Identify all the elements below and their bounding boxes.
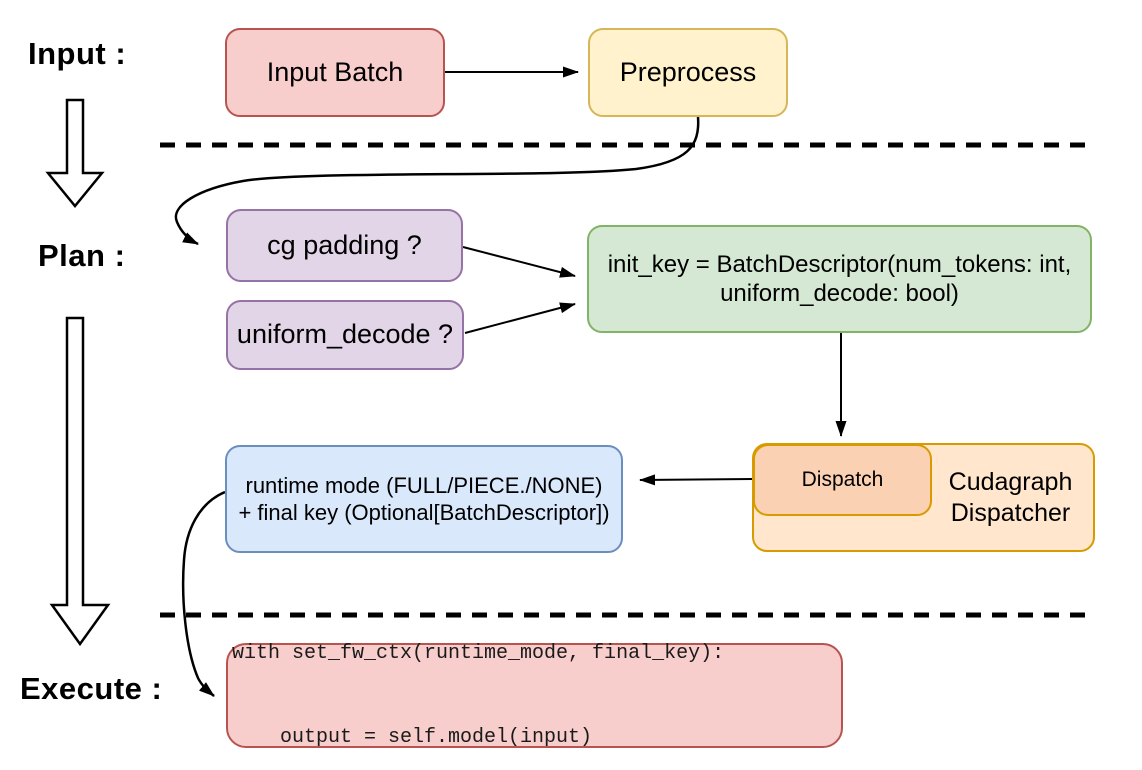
runtime-mode-line2: + final key (Optional[BatchDescriptor]) bbox=[238, 500, 610, 525]
node-execute-code: with set_fw_ctx(runtime_mode, final_key)… bbox=[226, 642, 843, 749]
node-cg-padding-label: cg padding ? bbox=[267, 229, 422, 260]
node-runtime-mode: runtime mode (FULL/PIECE./NONE) + final … bbox=[225, 445, 623, 553]
node-input-batch-label: Input Batch bbox=[266, 56, 404, 87]
edge-uniform-decode-to-init-key bbox=[464, 302, 576, 334]
stage-label-input: Input : bbox=[28, 36, 127, 71]
node-cg-padding: cg padding ? bbox=[226, 209, 463, 282]
node-preprocess: Preprocess bbox=[588, 28, 788, 117]
node-input-batch: Input Batch bbox=[225, 28, 445, 117]
stage-label-plan: Plan : bbox=[38, 238, 126, 273]
cudagraph-dispatcher-label: Cudagraph Dispatcher bbox=[928, 445, 1093, 550]
execute-code-line1: with set_fw_ctx(runtime_mode, final_key)… bbox=[232, 641, 725, 665]
edge-dispatch-to-runtime-mode bbox=[639, 474, 754, 486]
node-dispatch-label: Dispatch bbox=[801, 467, 884, 491]
execute-code-line2: output = self.model(input) bbox=[232, 725, 593, 749]
stage-arrow-input-to-plan bbox=[45, 98, 105, 208]
node-init-key: init_key = BatchDescriptor(num_tokens: i… bbox=[587, 225, 1092, 333]
init-key-line1: init_key = BatchDescriptor(num_tokens: i… bbox=[607, 251, 1072, 278]
execute-code-block: with set_fw_ctx(runtime_mode, final_key)… bbox=[232, 584, 724, 770]
cudagraph-line2: Dispatcher bbox=[950, 498, 1071, 527]
stage-arrow-plan-to-execute bbox=[49, 316, 111, 647]
edge-preprocess-to-cg-padding bbox=[174, 116, 700, 246]
node-uniform-decode-label: uniform_decode ? bbox=[236, 319, 454, 350]
edge-runtime-mode-to-execute-code bbox=[181, 490, 226, 697]
node-uniform-decode: uniform_decode ? bbox=[226, 300, 464, 370]
node-runtime-mode-label: runtime mode (FULL/PIECE./NONE) + final … bbox=[238, 472, 609, 526]
cudagraph-line1: Cudagraph bbox=[948, 467, 1073, 496]
node-preprocess-label: Preprocess bbox=[619, 56, 757, 87]
edge-cg-padding-to-init-key bbox=[462, 246, 576, 278]
node-dispatch: Dispatch bbox=[753, 444, 932, 516]
node-init-key-label: init_key = BatchDescriptor(num_tokens: i… bbox=[608, 250, 1072, 308]
stage-label-execute: Execute : bbox=[20, 671, 163, 706]
init-key-line2: uniform_decode: bool) bbox=[720, 280, 959, 307]
runtime-mode-line1: runtime mode (FULL/PIECE./NONE) bbox=[245, 473, 603, 498]
